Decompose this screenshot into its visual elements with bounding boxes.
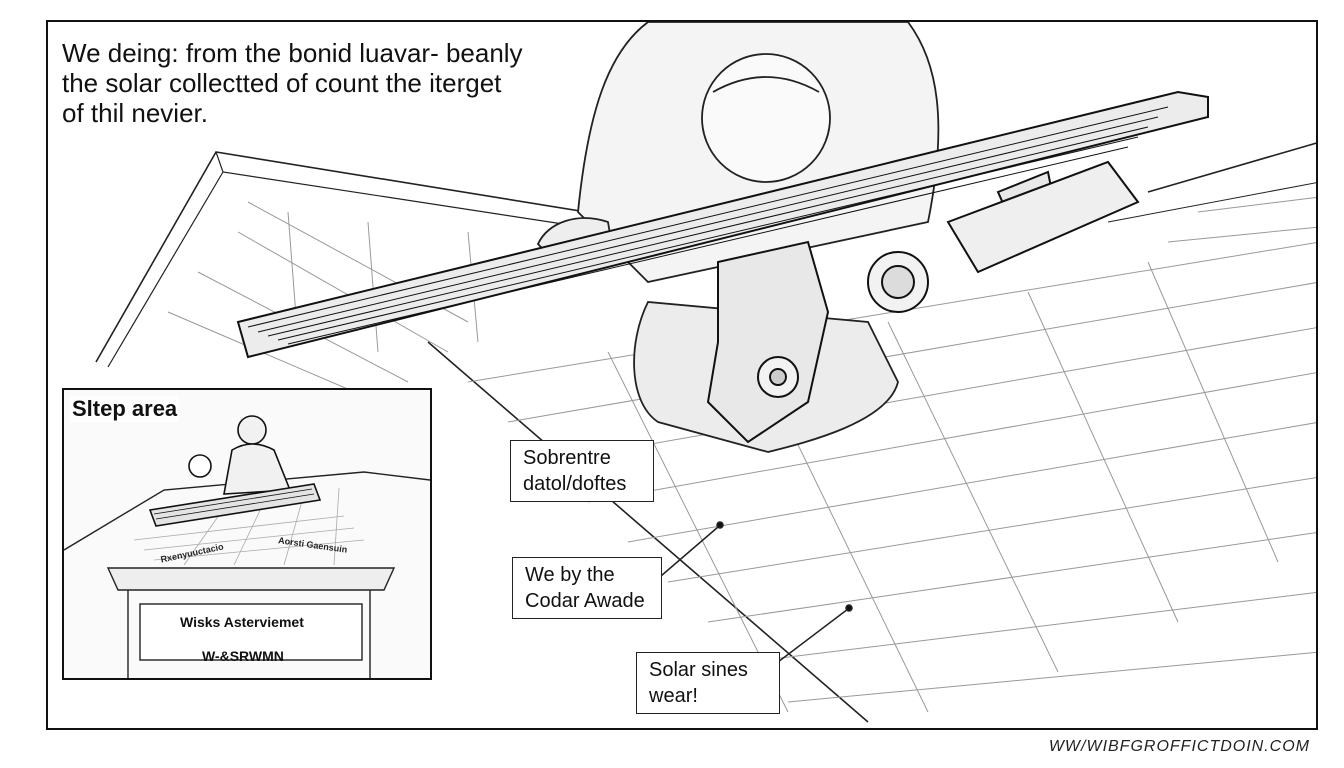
rooftop-scene <box>95 22 1316 723</box>
callout-3-line-1: Solar sines <box>649 659 748 681</box>
callout-1-line-2: datol/doftes <box>523 473 627 495</box>
inset-panel: Sltep area Rxenyuuctacio Aorsti Gaensuin… <box>62 388 432 680</box>
mounting-clamp <box>706 160 1140 444</box>
roof-edge-left <box>427 341 869 723</box>
inset-scene <box>64 415 430 678</box>
callout-1-line-1: Sobrentre <box>523 447 611 469</box>
illustration-frame: We deing: from the bonid luavar- beanly … <box>46 20 1318 730</box>
callout-2-line-1: We by the <box>525 564 615 586</box>
callout-pointers <box>653 521 853 663</box>
inset-eave <box>106 567 396 591</box>
callout-2-line-2: Codar Awade <box>525 590 645 612</box>
callout-box-3: Solar sines wear! <box>636 652 780 714</box>
inset-title: Sltep area <box>70 396 180 422</box>
callout-box-1: Sobrentre datol/doftes <box>510 440 654 502</box>
roof-shingles <box>167 196 1316 713</box>
caption-line-3: of thil nevier. <box>62 98 208 128</box>
solar-panel <box>236 90 1209 359</box>
caption-line-2: the solar collectted of count the iterge… <box>62 68 502 98</box>
inset-worker <box>188 415 292 495</box>
caption-line-1: We deing: from the bonid luavar- beanly <box>62 38 523 68</box>
illustration-caption: We deing: from the bonid luavar- beanly … <box>62 38 582 128</box>
worker-helmet <box>701 53 831 183</box>
callout-box-2: We by the Codar Awade <box>512 557 662 619</box>
inset-solar-panel <box>148 483 322 527</box>
callout-3-line-2: wear! <box>649 685 698 707</box>
inset-sign <box>139 603 363 661</box>
footer-url: WW/WIBFGROFFICTDOIN.COM <box>1048 738 1310 755</box>
inset-sign-line-2: W-&SRWMN <box>202 648 284 664</box>
inset-sign-line-1: Wisks Asterviemet <box>180 614 304 630</box>
